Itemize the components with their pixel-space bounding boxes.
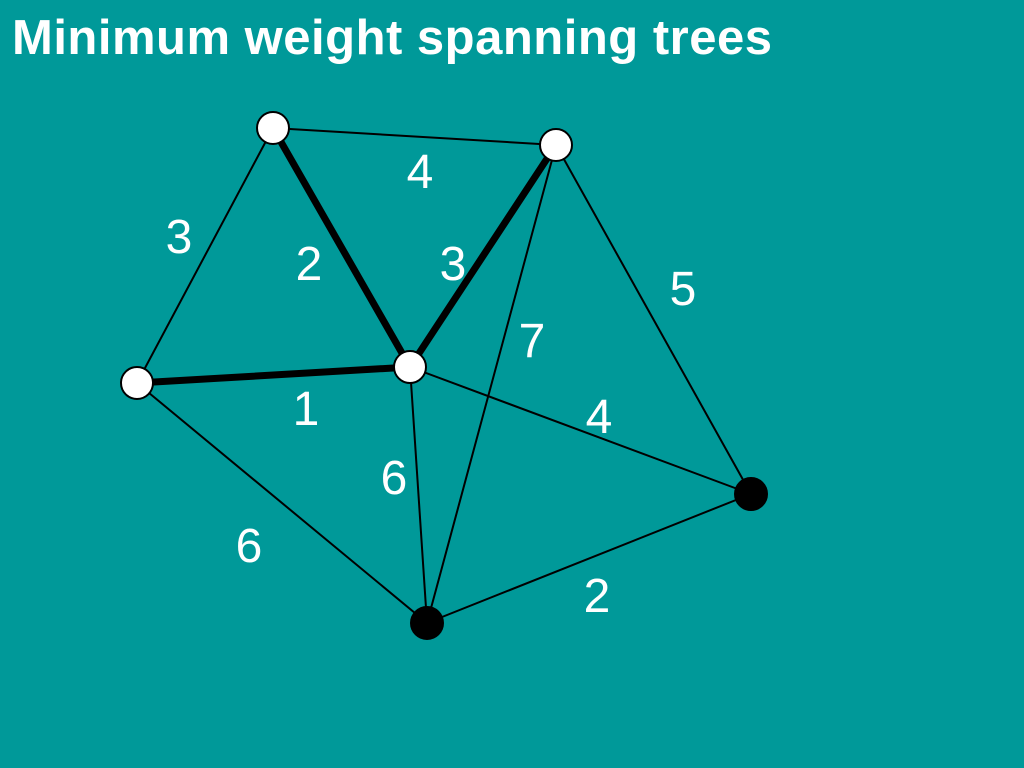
edge-weight-label: 6 [381,452,408,505]
tree-node-top-left [256,111,290,145]
page-title: Minimum weight spanning trees [12,11,773,65]
edge-weight-label: 2 [584,570,611,623]
tree-node-top-right [539,128,573,162]
edge-weight-label: 4 [586,391,613,444]
tree-node-center [393,350,427,384]
edge-center-bottom [409,366,428,624]
tree-edge-top-right-center [406,141,560,371]
edge-weight-label: 1 [293,383,320,436]
edge-top-right-bottom [426,144,557,624]
edge-weight-label: 3 [166,211,193,264]
edge-weight-label: 4 [407,146,434,199]
edge-bottom-right [426,493,752,624]
edge-weight-label: 2 [296,238,323,291]
edge-weight-label: 5 [670,263,697,316]
node-right [734,477,768,511]
edges [133,124,752,624]
edge-top-right-right [555,144,752,495]
edge-top-left-left [136,127,274,384]
edge-weight-label: 7 [519,315,546,368]
nodes [120,111,768,640]
tree-edge-left-center [133,363,414,387]
tree-edge-top-left-center [269,124,414,371]
edge-left-bottom [136,382,428,624]
edge-center-right [409,366,752,495]
node-bottom [410,606,444,640]
edge-weight-label: 3 [440,238,467,291]
tree-node-left [120,366,154,400]
edge-weight-label: 6 [236,520,263,573]
edge-top-left-top-right [272,127,557,146]
